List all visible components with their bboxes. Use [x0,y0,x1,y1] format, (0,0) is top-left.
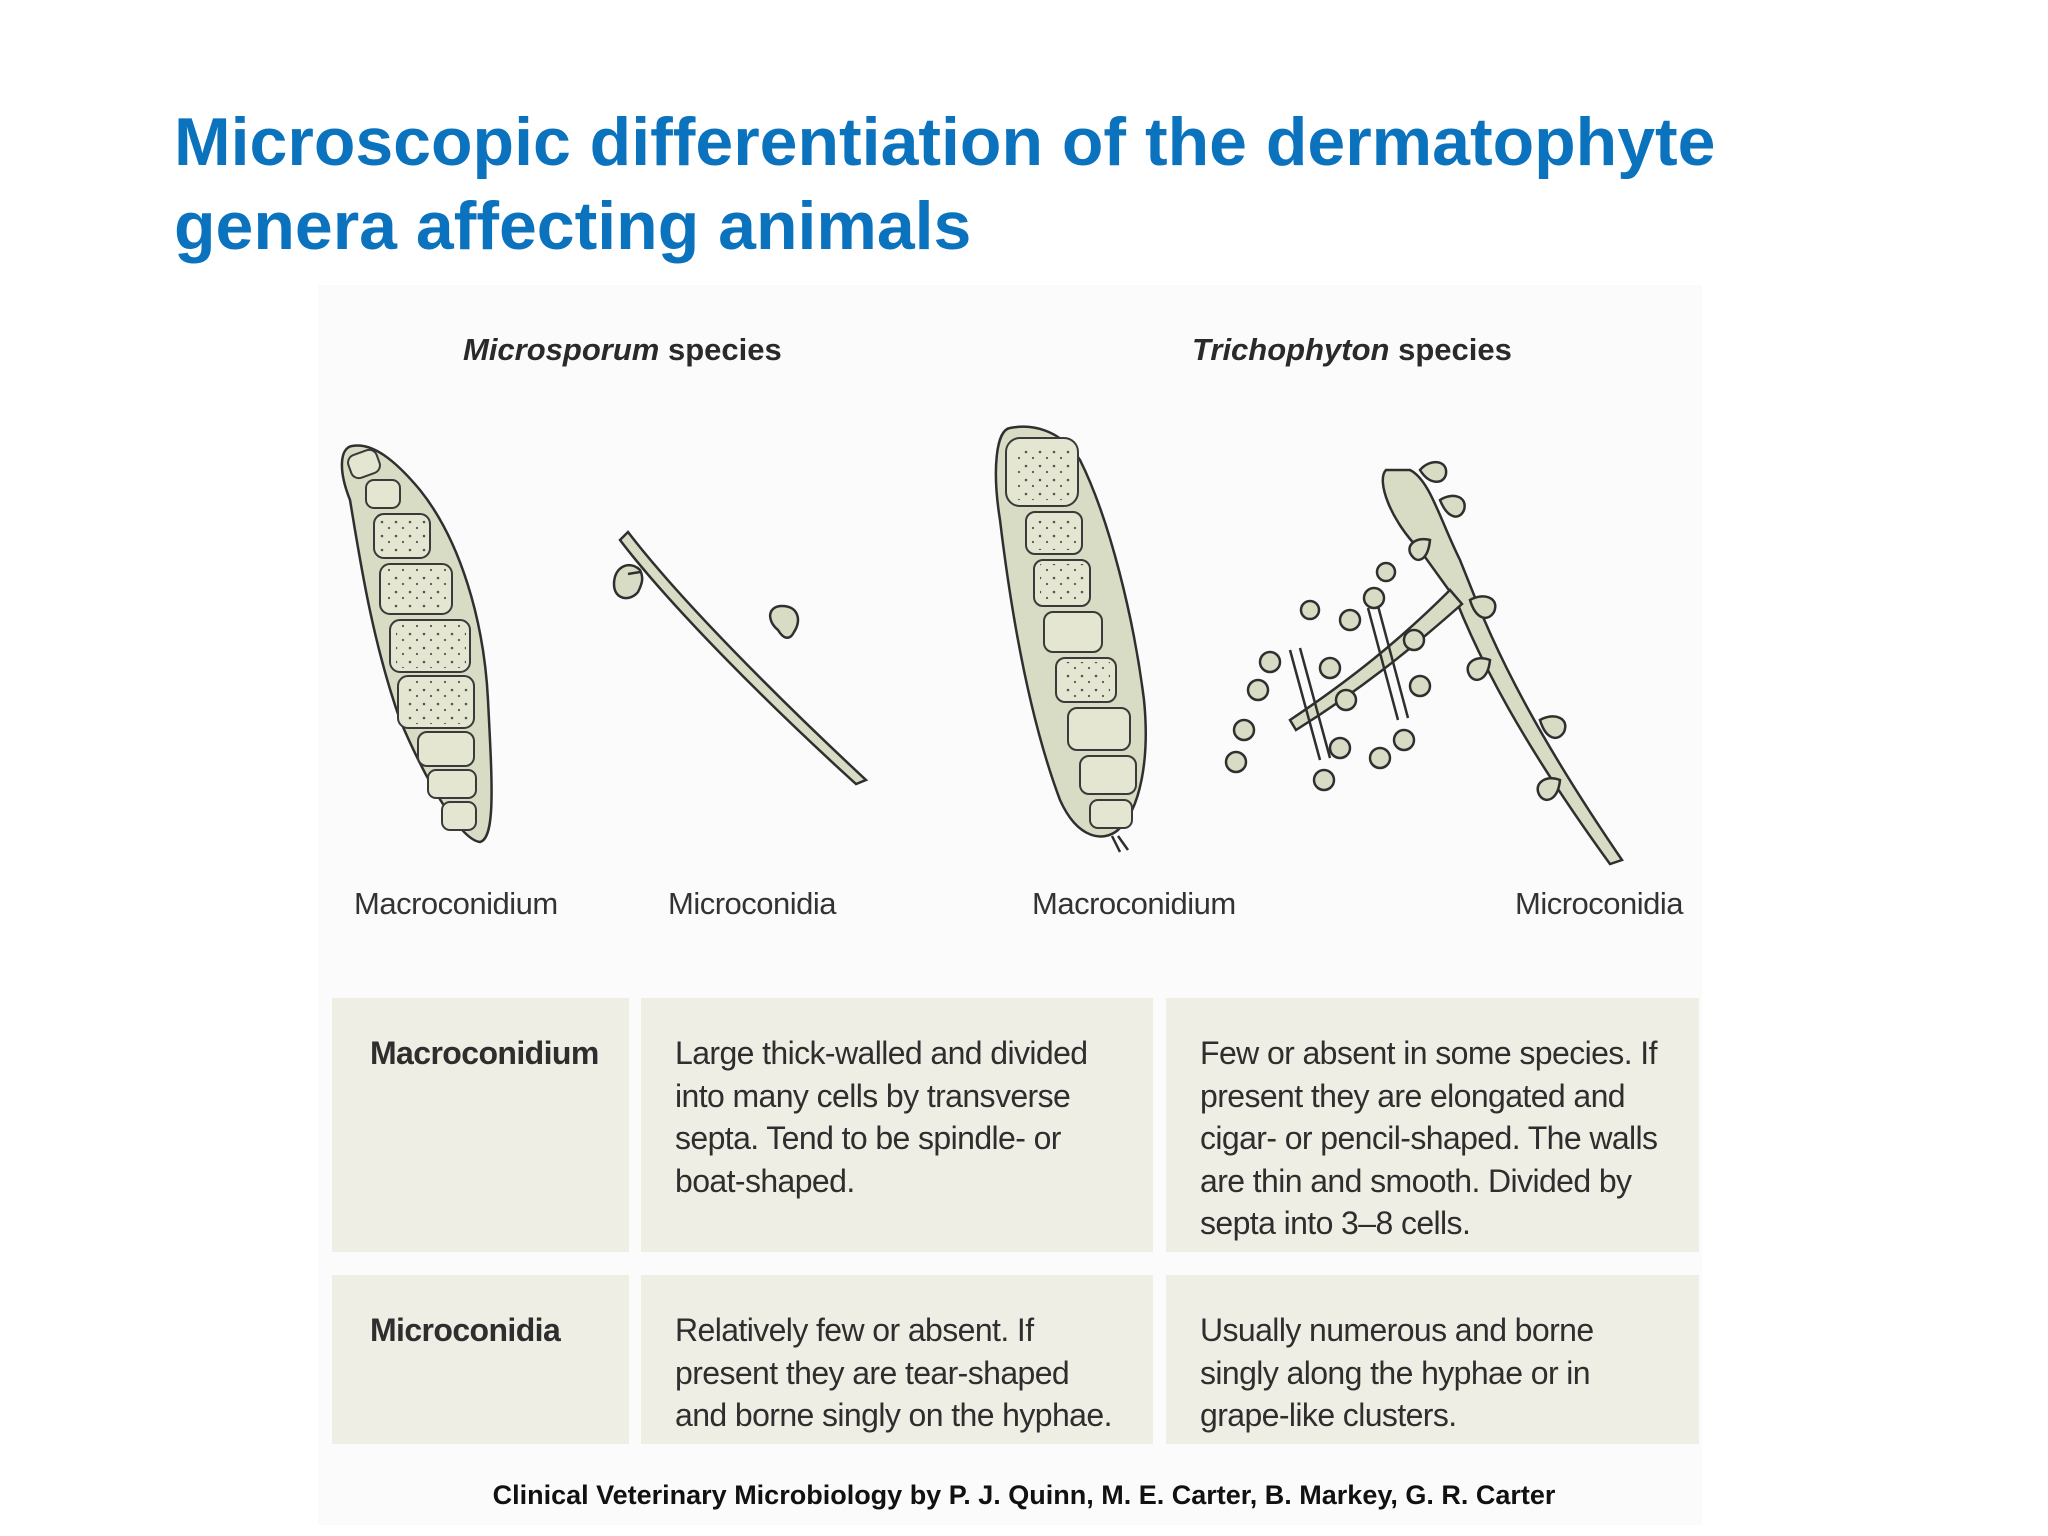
label-trichophyton-macroconidium: Macroconidium [1032,886,1236,921]
dermatophyte-drawings [340,425,1624,866]
microsporum-genus: Microsporum [463,332,660,367]
cell-microsporum-microconidia: Relatively few or absent. If present the… [641,1275,1153,1444]
label-microsporum-macroconidium: Macroconidium [354,886,558,921]
cell-microsporum-macroconidium: Large thick-walled and divided into many… [641,998,1153,1252]
cell-trichophyton-microconidia: Usually numerous and borne singly along … [1166,1275,1699,1444]
microsporum-heading: Microsporum species [463,332,782,368]
trichophyton-genus: Trichophyton [1192,332,1390,367]
title-line-1: Microscopic differentiation of the derma… [174,104,1716,180]
row-header-macroconidium: Macroconidium [332,998,629,1252]
row-header-microconidia: Microconidia [332,1275,629,1444]
title-line-2: genera affecting animals [174,188,972,264]
label-trichophyton-microconidia: Microconidia [1515,886,1684,921]
trichophyton-suffix: species [1389,332,1512,367]
microsporum-macroconidium-drawing [340,444,493,844]
label-microsporum-microconidia: Microconidia [668,886,837,921]
microsporum-suffix: species [659,332,782,367]
trichophyton-macroconidium-drawing [994,425,1147,853]
microsporum-microconidia-drawing [612,530,869,786]
source-citation: Clinical Veterinary Microbiology by P. J… [492,1480,1556,1510]
trichophyton-microconidia-drawing [1224,461,1624,866]
slide-title: Microscopic differentiation of the derma… [174,100,1974,268]
cell-trichophyton-macroconidium: Few or absent in some species. If presen… [1166,998,1699,1252]
trichophyton-heading: Trichophyton species [1192,332,1512,368]
